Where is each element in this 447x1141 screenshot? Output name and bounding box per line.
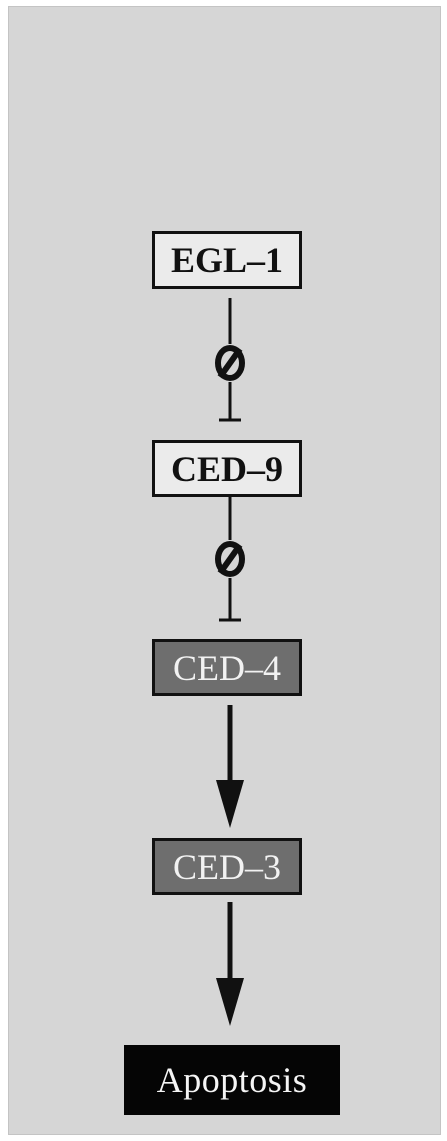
edge-ced9-inhibits-ced4 bbox=[215, 497, 245, 622]
arrowhead-icon bbox=[216, 978, 244, 1026]
inhibition-icon bbox=[215, 345, 245, 381]
node-ced4: CED–4 bbox=[152, 639, 302, 696]
node-ced9: CED–9 bbox=[152, 440, 302, 497]
arrowhead-icon bbox=[216, 780, 244, 828]
inhibition-icon bbox=[215, 541, 245, 577]
node-ced3: CED–3 bbox=[152, 838, 302, 895]
node-egl1: EGL–1 bbox=[152, 231, 302, 289]
edge-ced4-activates-ced3 bbox=[216, 705, 244, 828]
edge-ced3-activates-apoptosis bbox=[216, 902, 244, 1026]
node-apoptosis: Apoptosis bbox=[124, 1045, 340, 1115]
edge-egl1-inhibits-ced9 bbox=[215, 298, 245, 422]
